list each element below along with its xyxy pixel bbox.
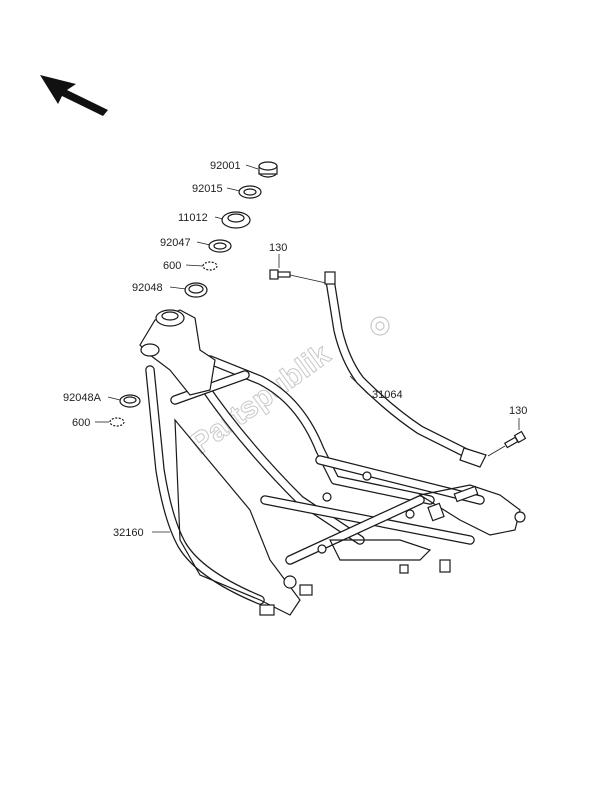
callout-32160: 32160: [113, 527, 144, 539]
part-race-92048[interactable]: [184, 282, 208, 298]
leader-lines: [95, 164, 520, 533]
callout-600-upper: 600: [163, 260, 181, 272]
front-direction-arrow-icon: [40, 75, 108, 116]
watermark-gear-icon: [370, 316, 390, 336]
part-downtube-31064[interactable]: [324, 271, 487, 468]
callout-600-lower: 600: [72, 417, 90, 429]
callout-92048A: 92048A: [63, 392, 102, 404]
part-main-frame-32160[interactable]: [139, 309, 526, 616]
part-race-92048A[interactable]: [119, 394, 141, 408]
callout-11012: 11012: [178, 212, 208, 224]
part-cap-92001[interactable]: [258, 161, 278, 178]
callout-130-upper: 130: [269, 242, 287, 254]
part-washer-92015[interactable]: [238, 185, 262, 199]
part-seal-92047[interactable]: [208, 239, 232, 253]
callout-92015: 92015: [192, 183, 223, 195]
callout-92001: 92001: [210, 160, 241, 172]
part-ring-600-lower[interactable]: [109, 417, 125, 427]
callout-labels: 92001 92015 11012 92047 600 92048 130 31…: [63, 160, 527, 539]
callout-31064: 31064: [372, 389, 403, 401]
part-bolt-130-upper[interactable]: [269, 269, 327, 284]
callout-92047: 92047: [160, 237, 191, 249]
callout-92048: 92048: [132, 282, 163, 294]
part-ring-600-upper[interactable]: [202, 261, 218, 271]
part-bolt-130-lower[interactable]: [487, 430, 527, 457]
callout-130-lower: 130: [509, 405, 527, 417]
part-bearing-11012[interactable]: [221, 211, 251, 229]
